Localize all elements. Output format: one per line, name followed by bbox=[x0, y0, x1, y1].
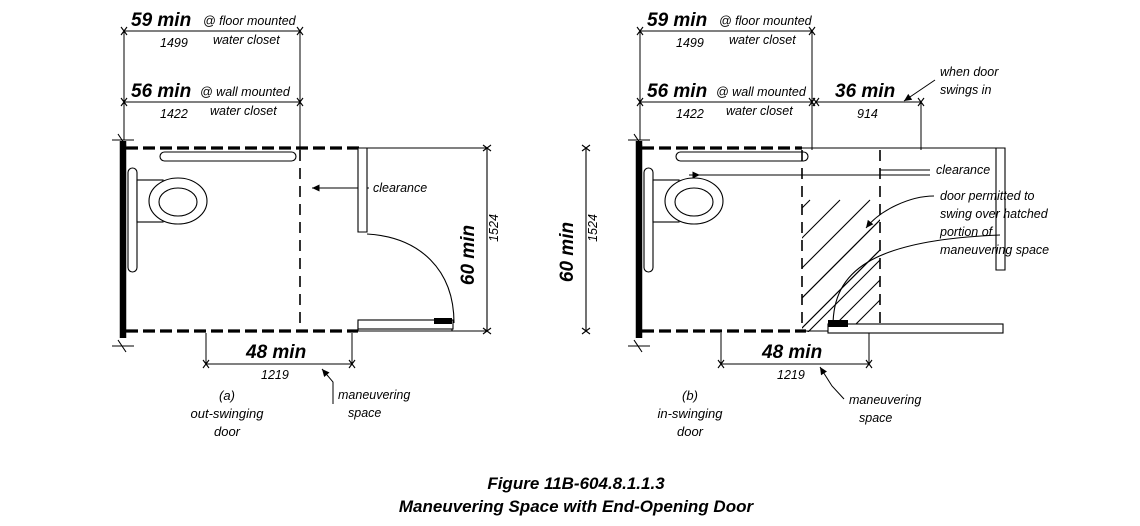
callout-b-hatched-note: door permitted to swing over hatched por… bbox=[865, 189, 1049, 257]
grab-bar-a-body bbox=[127, 167, 138, 273]
callout-a-maneuvering: maneuvering space bbox=[321, 368, 410, 420]
dim-a-56min-value: 56 min bbox=[131, 81, 191, 102]
sublabel-a-title-2: door bbox=[214, 424, 241, 439]
grab-bar-a bbox=[127, 167, 138, 273]
dim-b-59min-note-1: @ floor mounted bbox=[719, 14, 813, 28]
dim-a-56min-metric: 1422 bbox=[160, 107, 188, 121]
dim-b-60min: 60 min 1524 bbox=[557, 144, 600, 335]
dim-b-59min: 59 min 1499 @ floor mounted water closet bbox=[636, 10, 816, 150]
door-hinge-a bbox=[434, 318, 452, 324]
label-b-maneuvering-1: maneuvering bbox=[849, 393, 921, 407]
label-b-maneuvering-2: space bbox=[859, 411, 892, 425]
lavatory-b bbox=[675, 151, 809, 162]
dim-b-36min-metric: 914 bbox=[857, 107, 878, 121]
label-b-hatched-2: swing over hatched bbox=[940, 207, 1049, 221]
door-jamb-right-b bbox=[995, 147, 1006, 271]
lavatory-a bbox=[159, 151, 297, 162]
callout-b-maneuvering: maneuvering space bbox=[819, 366, 921, 425]
label-a-clearance: clearance bbox=[373, 181, 427, 195]
dim-b-36min-value: 36 min bbox=[835, 81, 895, 102]
dim-a-59min-note-2: water closet bbox=[213, 33, 280, 47]
label-b-clearance: clearance bbox=[936, 163, 990, 177]
label-b-hatched-4: maneuvering space bbox=[940, 243, 1049, 257]
dim-a-48min-metric: 1219 bbox=[261, 368, 289, 382]
dim-b-56min-value: 56 min bbox=[647, 81, 707, 102]
dim-a-48min-value: 48 min bbox=[245, 342, 306, 363]
toilet-bowl-inner-b bbox=[674, 187, 714, 217]
dim-b-48min-value: 48 min bbox=[761, 342, 822, 363]
door-b-in-swinging bbox=[827, 234, 1004, 334]
room-b-envelope bbox=[635, 141, 806, 338]
sublabel-b-title-2: door bbox=[677, 424, 704, 439]
sublabel-b-id: (b) bbox=[682, 388, 698, 403]
dim-b-60min-metric: 1524 bbox=[586, 214, 600, 242]
grab-bar-b bbox=[643, 167, 654, 273]
dim-a-59min: 59 min 1499 @ floor mounted water closet bbox=[120, 10, 304, 150]
dim-b-56min-metric: 1422 bbox=[676, 107, 704, 121]
sublabel-b-title-1: in-swinging bbox=[657, 406, 723, 421]
dim-a-59min-metric: 1499 bbox=[160, 36, 188, 50]
water-closet-b bbox=[652, 177, 724, 225]
dim-a-56min: 56 min 1422 @ wall mounted water closet bbox=[120, 81, 304, 140]
dim-a-60min-metric: 1524 bbox=[487, 214, 501, 242]
dim-b-59min-note-2: water closet bbox=[729, 33, 796, 47]
dim-b-48min-metric: 1219 bbox=[777, 368, 805, 382]
label-a-maneuvering-1: maneuvering bbox=[338, 388, 410, 402]
door-swing-arc-b bbox=[832, 234, 1001, 327]
door-a-out-swinging bbox=[357, 233, 455, 330]
dim-b-56min-note-1: @ wall mounted bbox=[716, 85, 807, 99]
dim-b-59min-metric: 1499 bbox=[676, 36, 704, 50]
dim-b-48min: 48 min 1219 bbox=[717, 333, 873, 382]
lavatory-b-body bbox=[675, 151, 809, 162]
door-panel-b bbox=[827, 323, 1004, 334]
figure-caption-line1: Figure 11B-604.8.1.1.3 bbox=[487, 474, 665, 493]
water-closet-a bbox=[136, 177, 208, 225]
sublabel-a-title-1: out-swinging bbox=[191, 406, 265, 421]
dim-b-56min: 56 min 1422 @ wall mounted water closet bbox=[636, 81, 816, 140]
wall-tick-marks-a bbox=[112, 133, 134, 353]
dim-b-56min-note-2: water closet bbox=[726, 104, 793, 118]
sublabel-a-id: (a) bbox=[219, 388, 235, 403]
grab-bar-b-body bbox=[643, 167, 654, 273]
callout-b-clearance: clearance bbox=[689, 163, 990, 179]
wall-tick-marks-b bbox=[628, 133, 650, 353]
lavatory-a-body bbox=[159, 151, 297, 162]
dim-b-36min-note-2: swings in bbox=[940, 83, 991, 97]
dim-a-56min-note-1: @ wall mounted bbox=[200, 85, 291, 99]
diagram-a-out-swinging-door: 59 min 1499 @ floor mounted water closet… bbox=[112, 10, 501, 439]
dim-b-60min-value: 60 min bbox=[557, 222, 578, 282]
door-jamb-upper-a bbox=[357, 147, 368, 233]
door-swing-arc-a bbox=[366, 233, 455, 324]
dim-b-59min-value: 59 min bbox=[647, 10, 707, 31]
dim-a-60min: 60 min 1524 bbox=[458, 144, 501, 335]
figure-caption-line2: Maneuvering Space with End-Opening Door bbox=[399, 497, 755, 516]
figure-caption: Figure 11B-604.8.1.1.3 Maneuvering Space… bbox=[399, 474, 755, 516]
diagram-b-in-swinging-door: 59 min 1499 @ floor mounted water closet… bbox=[557, 10, 1049, 439]
dim-b-36min: 36 min 914 when door swings in bbox=[812, 65, 999, 150]
room-a-envelope bbox=[119, 141, 362, 338]
dim-a-48min: 48 min 1219 bbox=[202, 333, 356, 382]
door-panel-a bbox=[357, 319, 454, 330]
sublabel-a: (a) out-swinging door bbox=[191, 388, 265, 439]
dim-a-59min-note-1: @ floor mounted bbox=[203, 14, 297, 28]
door-hinge-b bbox=[828, 320, 848, 327]
dim-b-36min-note-1: when door bbox=[940, 65, 999, 79]
dim-a-56min-note-2: water closet bbox=[210, 104, 277, 118]
label-b-hatched-1: door permitted to bbox=[940, 189, 1035, 203]
label-a-maneuvering-2: space bbox=[348, 406, 381, 420]
label-b-hatched-3: portion of bbox=[939, 225, 994, 239]
sublabel-b: (b) in-swinging door bbox=[657, 388, 723, 439]
toilet-bowl-inner-a bbox=[158, 187, 198, 217]
dim-a-60min-value: 60 min bbox=[458, 225, 479, 285]
dim-a-59min-value: 59 min bbox=[131, 10, 191, 31]
